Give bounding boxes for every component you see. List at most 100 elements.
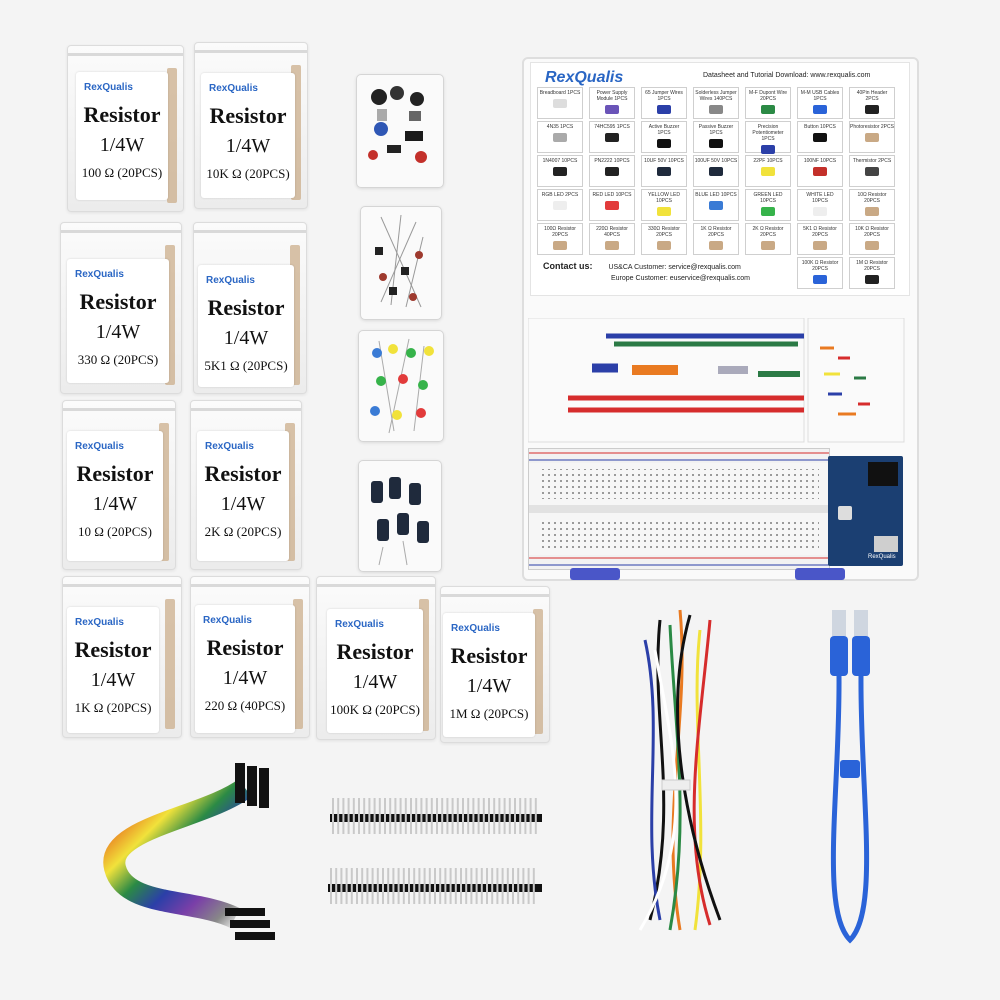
component-icon xyxy=(761,145,775,154)
brand-label: RexQualis xyxy=(206,275,255,286)
component-cell-label: 100NF 10PCS xyxy=(803,158,837,164)
bag-title: Resistor xyxy=(83,102,161,127)
component-icon xyxy=(709,167,723,176)
capacitor-components-image xyxy=(371,477,429,566)
case-latch-right xyxy=(795,568,845,580)
component-cell: 5K1 Ω Resistor 20PCS xyxy=(797,223,843,255)
component-cell: 1K Ω Resistor 20PCS xyxy=(693,223,739,255)
breadboard-image xyxy=(529,449,829,569)
component-icon xyxy=(813,167,827,176)
component-cell-label: 40Pin Header 2PCS xyxy=(856,90,888,102)
component-icon xyxy=(709,105,723,114)
component-icon xyxy=(657,139,671,148)
component-icon xyxy=(813,241,827,250)
bag-title: Resistor xyxy=(450,643,528,668)
bag-value: 10 Ω (20PCS) xyxy=(78,524,152,539)
bag-title: Resistor xyxy=(209,103,287,128)
component-icon xyxy=(865,133,879,142)
led-components-image xyxy=(370,338,434,434)
component-cell: Power Supply Module 1PCS xyxy=(589,87,635,119)
component-cell-label: 330Ω Resistor 20PCS xyxy=(648,226,680,238)
component-cell: YELLOW LED 10PCS xyxy=(641,189,687,221)
component-cell: 40Pin Header 2PCS xyxy=(849,87,895,119)
component-icon xyxy=(865,105,879,114)
bag-title: Resistor xyxy=(204,461,282,486)
component-icon xyxy=(865,167,879,176)
component-cell: Precision Potentiometer 1PCS xyxy=(745,121,791,154)
case-latch-left xyxy=(570,568,620,580)
brand-label: RexQualis xyxy=(75,441,124,452)
component-cell: 100NF 10PCS xyxy=(797,155,843,187)
component-cell-label: PN2222 10PCS xyxy=(594,158,630,164)
component-cell-label: 1M Ω Resistor 20PCS xyxy=(856,260,888,272)
contact-label: Contact us: xyxy=(543,261,593,271)
board-logo: RexQualis xyxy=(868,554,896,560)
component-cell: 1N4007 10PCS xyxy=(537,155,583,187)
component-icon xyxy=(605,167,619,176)
component-cell-label: 1K Ω Resistor 20PCS xyxy=(700,226,732,238)
brand-label: RexQualis xyxy=(84,82,133,93)
switch xyxy=(838,506,852,520)
component-icon xyxy=(657,241,671,250)
bag-value: 220 Ω (40PCS) xyxy=(204,698,286,713)
component-cell-label: 65 Jumper Wires 1PCS xyxy=(645,90,683,102)
component-cell: 2K Ω Resistor 20PCS xyxy=(745,223,791,255)
component-cell: M-M USB Cables 1PCS xyxy=(797,87,843,119)
component-cell-label: BLUE LED 10PCS xyxy=(695,192,737,198)
brand-label: RexQualis xyxy=(335,619,384,630)
brand-label: RexQualis xyxy=(209,83,258,94)
pin-header-bottom-image xyxy=(328,868,542,904)
component-cell-label: 100UF 50V 10PCS xyxy=(694,158,738,164)
bag-power: 1/4W xyxy=(92,493,138,515)
component-cell-label: 1N4007 10PCS xyxy=(542,158,578,164)
component-cell-label: M-F Dupont Wire 20PCS xyxy=(748,90,788,102)
component-cell-label: RED LED 10PCS xyxy=(592,192,632,198)
component-cell: 10K Ω Resistor 20PCS xyxy=(849,223,895,255)
component-icon xyxy=(813,207,827,216)
component-cell: 22PF 10PCS xyxy=(745,155,791,187)
component-cell: 220Ω Resistor 40PCS xyxy=(589,223,635,255)
component-cell: 100UF 50V 10PCS xyxy=(693,155,739,187)
component-cell-label: 2K Ω Resistor 20PCS xyxy=(752,226,784,238)
component-cell-label: 74HC595 1PCS xyxy=(594,124,630,130)
component-icon xyxy=(553,133,567,142)
bag-value: 5K1 Ω (20PCS) xyxy=(204,358,288,373)
component-cell-label: Photoresistor 2PCS xyxy=(850,124,894,130)
component-icon xyxy=(865,207,879,216)
component-cell-label: WHITE LED 10PCS xyxy=(806,192,834,204)
component-cell: 100K Ω Resistor 20PCS xyxy=(797,257,843,289)
component-cell-label: Button 10PCS xyxy=(804,124,836,130)
bag-power: 1/4W xyxy=(99,134,145,156)
component-cell: PN2222 10PCS xyxy=(589,155,635,187)
component-icon xyxy=(553,167,567,176)
component-cell-label: 4N35 1PCS xyxy=(546,124,574,130)
bag-title: Resistor xyxy=(79,289,157,314)
component-cell: 4N35 1PCS xyxy=(537,121,583,153)
power-supply-module: RexQualis xyxy=(828,456,903,566)
bag-title: Resistor xyxy=(206,635,284,660)
component-cell: 65 Jumper Wires 1PCS xyxy=(641,87,687,119)
component-cell-label: 100K Ω Resistor 20PCS xyxy=(801,260,839,272)
bag-title: Resistor xyxy=(207,295,285,320)
component-cell: 10Ω Resistor 20PCS xyxy=(849,189,895,221)
component-cell-label: 220Ω Resistor 40PCS xyxy=(596,226,628,238)
dupont-ribbon-cable-image xyxy=(103,763,275,940)
bag-value: 1M Ω (20PCS) xyxy=(449,706,529,721)
component-cell: 100Ω Resistor 20PCS xyxy=(537,223,583,255)
breadboard xyxy=(528,448,830,570)
download-info: Datasheet and Tutorial Download: www.rex… xyxy=(703,72,871,79)
component-cell: Button 10PCS xyxy=(797,121,843,153)
dc-jack xyxy=(868,462,898,486)
bag-power: 1/4W xyxy=(95,321,141,343)
component-icon xyxy=(605,201,619,210)
